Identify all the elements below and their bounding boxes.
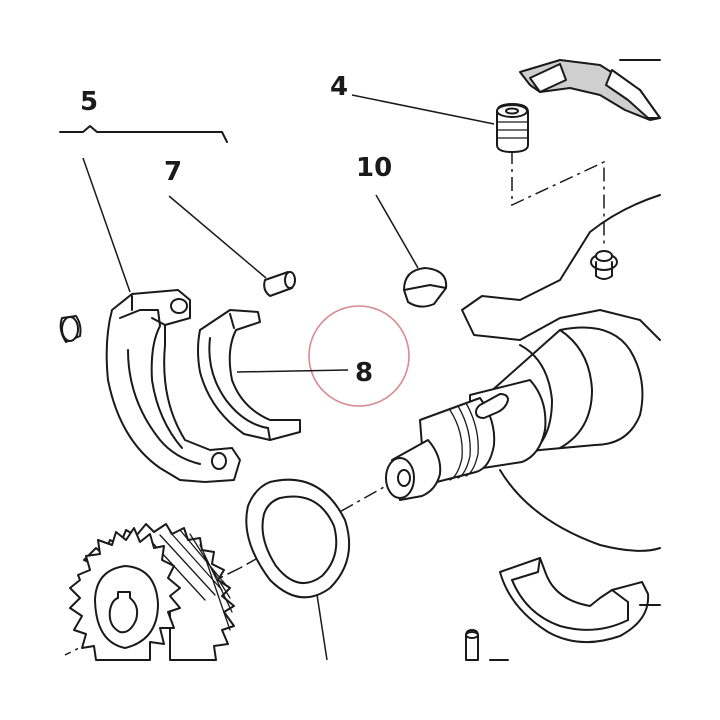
callout-10[interactable]: 10	[356, 153, 392, 183]
leader-7	[168, 195, 267, 279]
callout-4[interactable]: 4	[330, 72, 348, 102]
crank-gear[interactable]	[69, 523, 235, 661]
upper-bearing-shell	[519, 59, 661, 121]
leader-8	[236, 369, 349, 373]
woodruff-key-part-10[interactable]	[403, 267, 448, 308]
group-5-bracket	[59, 125, 228, 143]
centerline-screw	[511, 150, 605, 245]
bearing-shell-part-8[interactable]	[197, 309, 301, 441]
bearing-cap-part-5[interactable]	[105, 289, 241, 483]
leader-5	[82, 157, 131, 293]
leader-10	[375, 194, 419, 269]
thrust-washer[interactable]	[245, 478, 351, 599]
dowel-pin-part-7[interactable]	[263, 271, 296, 297]
small-pin-lower-right	[465, 629, 509, 661]
callout-5[interactable]: 5	[80, 87, 98, 117]
left-dowel-partial	[59, 315, 82, 343]
leader-4	[351, 94, 495, 125]
set-screw-part-4[interactable]	[496, 103, 529, 153]
leader-thrust-washer	[315, 587, 328, 661]
callout-8-highlight-circle	[308, 305, 410, 407]
lower-bearing-shell	[499, 557, 661, 644]
callout-7[interactable]: 7	[164, 157, 182, 187]
callout-8[interactable]: 8	[355, 358, 373, 388]
crankshaft[interactable]	[385, 194, 661, 552]
